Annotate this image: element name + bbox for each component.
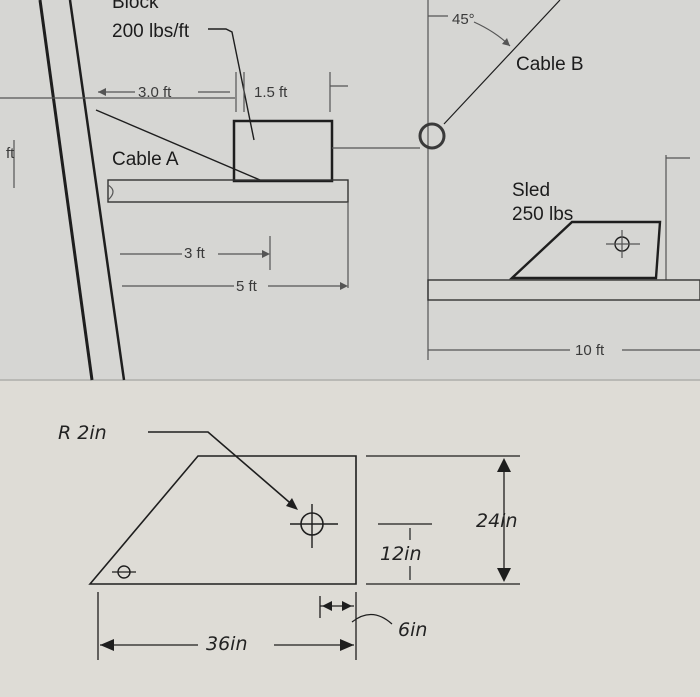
dim-10ft-label: 10 ft bbox=[575, 342, 605, 359]
cable-a-line bbox=[95, 109, 261, 181]
offset-arrow-left bbox=[322, 601, 332, 611]
dim-3ft-label: 3 ft bbox=[184, 245, 206, 262]
angle-label: 45° bbox=[452, 11, 475, 28]
printed-diagram-area bbox=[0, 0, 700, 380]
dim-5ft-label: 5 ft bbox=[236, 278, 258, 295]
sled-weight-label: 250 lbs bbox=[512, 204, 573, 225]
sled-sketch-shape bbox=[88, 455, 357, 585]
block-leader-line bbox=[208, 28, 255, 141]
width-arrow-right bbox=[340, 639, 354, 651]
ring-connector bbox=[418, 122, 446, 150]
block-label-cut: Block bbox=[112, 0, 159, 13]
dim-left-arrow bbox=[98, 88, 106, 96]
side-ft-label: ft bbox=[6, 145, 15, 162]
offset-label: 6in bbox=[398, 619, 427, 641]
ground-surface bbox=[427, 279, 700, 301]
offset-arrow-right bbox=[342, 601, 352, 611]
table-hinge bbox=[107, 184, 114, 201]
sled-name-label: Sled bbox=[512, 180, 550, 201]
offset-leader bbox=[351, 613, 393, 625]
angle-arrow bbox=[502, 38, 510, 46]
radius-leader-arrow bbox=[286, 498, 298, 510]
sled-shape bbox=[508, 220, 662, 280]
cable-a-label: Cable A bbox=[112, 149, 179, 170]
table-surface bbox=[107, 179, 349, 203]
dim-5ft-arrow bbox=[340, 282, 348, 290]
cable-b-line bbox=[443, 0, 561, 125]
cable-b-label: Cable B bbox=[516, 54, 584, 75]
dim-3ft-arrow bbox=[262, 250, 270, 258]
width-label: 36in bbox=[206, 633, 248, 655]
radius-leader bbox=[148, 431, 297, 509]
radius-label: R 2in bbox=[58, 422, 107, 444]
dim-left-label: 3.0 ft bbox=[138, 84, 172, 101]
height-half-label: 12in bbox=[380, 543, 422, 565]
height-total-label: 24in bbox=[476, 510, 518, 532]
dim-right-label: 1.5 ft bbox=[254, 84, 288, 101]
width-arrow-left bbox=[100, 639, 114, 651]
wall bbox=[38, 0, 126, 381]
height-total-arrow-up bbox=[497, 458, 511, 472]
block-rect bbox=[232, 119, 334, 183]
block-weight-label: 200 lbs/ft bbox=[112, 21, 190, 42]
height-total-arrow-down bbox=[497, 568, 511, 582]
